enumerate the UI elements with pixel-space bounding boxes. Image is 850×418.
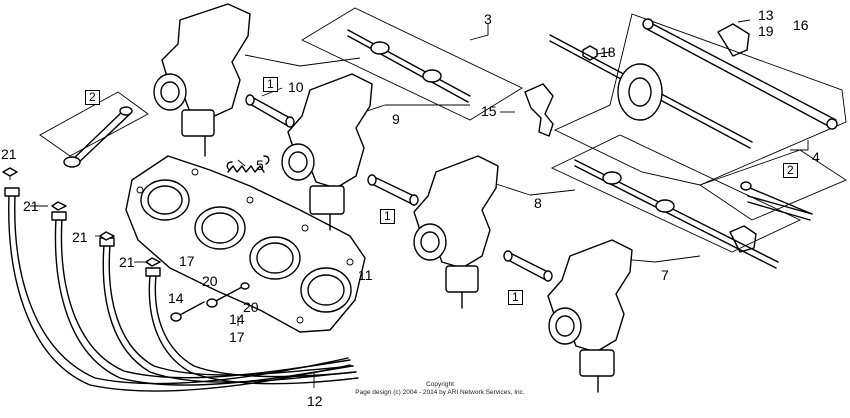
intake-holder: [125, 155, 366, 333]
callout-17a: 17: [179, 253, 195, 269]
callout-20b: 20: [243, 299, 259, 315]
callout-15: 15: [481, 103, 497, 119]
callout-9: 9: [392, 111, 400, 127]
assembly-panel-2a: [39, 91, 149, 157]
callout-3: 3: [484, 11, 492, 27]
callout-1c: 1: [508, 290, 523, 305]
callout-14a: 14: [168, 290, 184, 306]
callout-14b: 14: [229, 311, 245, 327]
assembly-panel-2b: [699, 149, 847, 221]
callout-21b: 21: [23, 198, 39, 214]
callout-21d: 21: [119, 254, 135, 270]
callout-8: 8: [534, 195, 542, 211]
copyright-notice: Copyright Page design (c) 2004 - 2014 by…: [340, 381, 540, 397]
callout-4: 4: [812, 149, 820, 165]
small-hardware: [63, 45, 598, 322]
callout-18: 18: [600, 44, 616, 60]
carburetor-1: [153, 3, 251, 157]
callout-1b: 1: [380, 209, 395, 224]
callout-1a: 1: [263, 77, 278, 92]
linkage-shafts: [347, 18, 838, 269]
callout-19: 19: [758, 23, 774, 39]
callout-20a: 20: [202, 273, 218, 289]
hose-clips: [2, 167, 161, 267]
callout-21a: 21: [1, 146, 17, 162]
callout-17b: 17: [229, 329, 245, 345]
callout-13: 13: [758, 7, 774, 23]
copyright-title: Copyright: [426, 381, 454, 388]
callout-21c: 21: [72, 229, 88, 245]
assembly-panel-3: [301, 7, 523, 121]
callout-12: 12: [307, 393, 323, 409]
callout-11: 11: [358, 267, 373, 283]
carburetor-2: [281, 73, 373, 231]
callout-16: 16: [793, 17, 809, 33]
fuel-hose-set: [4, 187, 359, 392]
callout-10: 10: [288, 79, 304, 95]
callout-7: 7: [661, 267, 669, 283]
copyright-text: Page design (c) 2004 - 2014 by ARI Netwo…: [355, 389, 525, 396]
callout-2a: 2: [85, 90, 100, 105]
callout-2b: 2: [783, 163, 798, 178]
carburetor-4: [547, 239, 633, 393]
callout-5: 5: [256, 157, 264, 173]
assembly-panel-4: [553, 13, 847, 186]
assembly-panel-7: [550, 134, 802, 253]
carburetor-3: [413, 155, 499, 309]
